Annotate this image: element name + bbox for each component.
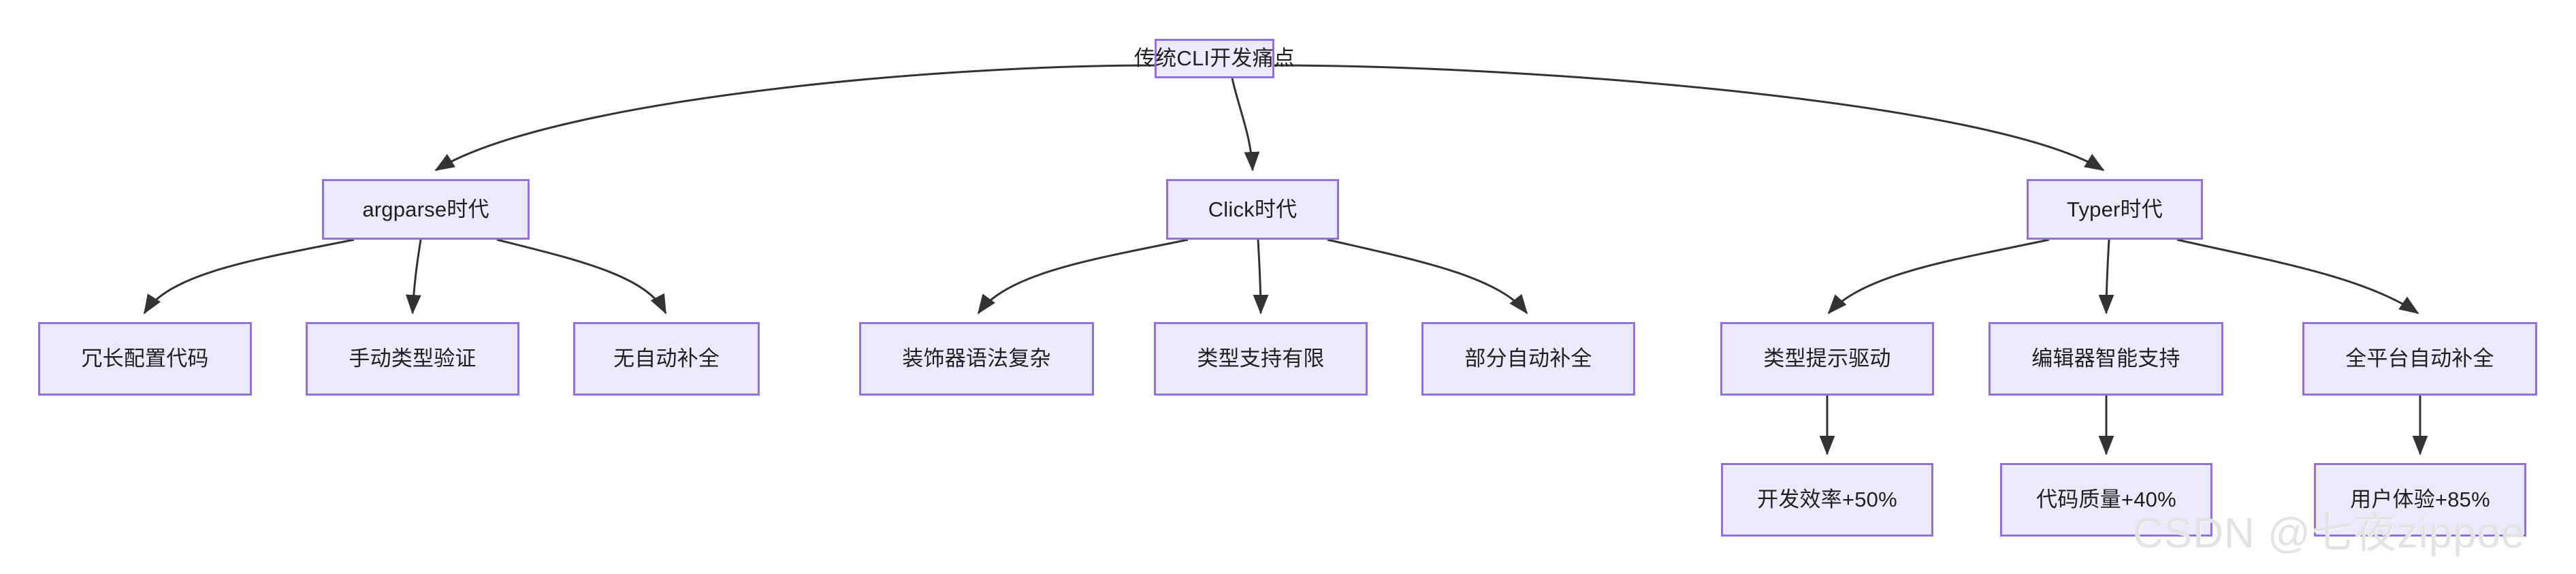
node-typer-metric-3-label: 用户体验+85% <box>2350 488 2490 512</box>
node-typer-child-1[interactable]: 类型提示驱动 <box>1720 322 1934 396</box>
node-click-child-2[interactable]: 类型支持有限 <box>1154 322 1368 396</box>
node-click-child-2-label: 类型支持有限 <box>1197 347 1325 371</box>
node-click-child-1-label: 装饰器语法复杂 <box>902 347 1051 371</box>
node-era-click-label: Click时代 <box>1208 197 1298 221</box>
node-typer-child-1-label: 类型提示驱动 <box>1763 347 1891 371</box>
node-click-child-1[interactable]: 装饰器语法复杂 <box>859 322 1094 396</box>
node-argparse-child-1-label: 冗长配置代码 <box>81 347 209 371</box>
edge-click-to-c1 <box>977 238 1189 315</box>
edge-click-to-c3 <box>1327 238 1528 315</box>
node-argparse-child-1[interactable]: 冗长配置代码 <box>38 322 252 396</box>
edge-argparse-to-c2 <box>405 239 422 315</box>
node-typer-metric-1[interactable]: 开发效率+50% <box>1721 463 1933 537</box>
node-era-argparse-label: argparse时代 <box>362 197 489 221</box>
node-argparse-child-3[interactable]: 无自动补全 <box>573 322 760 396</box>
node-argparse-child-3-label: 无自动补全 <box>613 347 720 371</box>
node-typer-child-3[interactable]: 全平台自动补全 <box>2302 322 2537 396</box>
node-era-argparse[interactable]: argparse时代 <box>322 179 530 240</box>
node-click-child-3[interactable]: 部分自动补全 <box>1421 322 1635 396</box>
node-typer-child-2-label: 编辑器智能支持 <box>2031 347 2180 371</box>
edge-typer-to-c1 <box>1827 238 2050 315</box>
node-era-typer[interactable]: Typer时代 <box>2027 179 2203 240</box>
node-era-typer-label: Typer时代 <box>2067 197 2163 221</box>
node-typer-metric-2-label: 代码质量+40% <box>2036 488 2176 512</box>
node-typer-child-2[interactable]: 编辑器智能支持 <box>1989 322 2223 396</box>
node-typer-metric-1-label: 开发效率+50% <box>1757 488 1897 512</box>
edge-typer-to-c2 <box>2098 239 2114 315</box>
node-click-child-3-label: 部分自动补全 <box>1464 347 1592 371</box>
node-typer-metric-2[interactable]: 代码质量+40% <box>2000 463 2212 537</box>
edge-root-to-typer <box>1274 64 2105 172</box>
node-argparse-child-2[interactable]: 手动类型验证 <box>306 322 519 396</box>
node-argparse-child-2-label: 手动类型验证 <box>349 347 477 371</box>
node-era-click[interactable]: Click时代 <box>1166 179 1339 240</box>
node-typer-metric-3[interactable]: 用户体验+85% <box>2314 463 2526 537</box>
edge-click-to-c2 <box>1253 239 1269 315</box>
node-typer-child-3-label: 全平台自动补全 <box>2345 347 2494 371</box>
edge-root-to-argparse <box>434 64 1155 172</box>
node-root[interactable]: 传统CLI开发痛点 <box>1134 39 1295 78</box>
node-root-label: 传统CLI开发痛点 <box>1133 46 1295 71</box>
edge-argparse-to-c3 <box>496 238 667 315</box>
edge-argparse-to-c1 <box>143 238 355 315</box>
edge-typer-to-c3 <box>2176 238 2419 315</box>
edge-root-to-click <box>1231 78 1260 172</box>
